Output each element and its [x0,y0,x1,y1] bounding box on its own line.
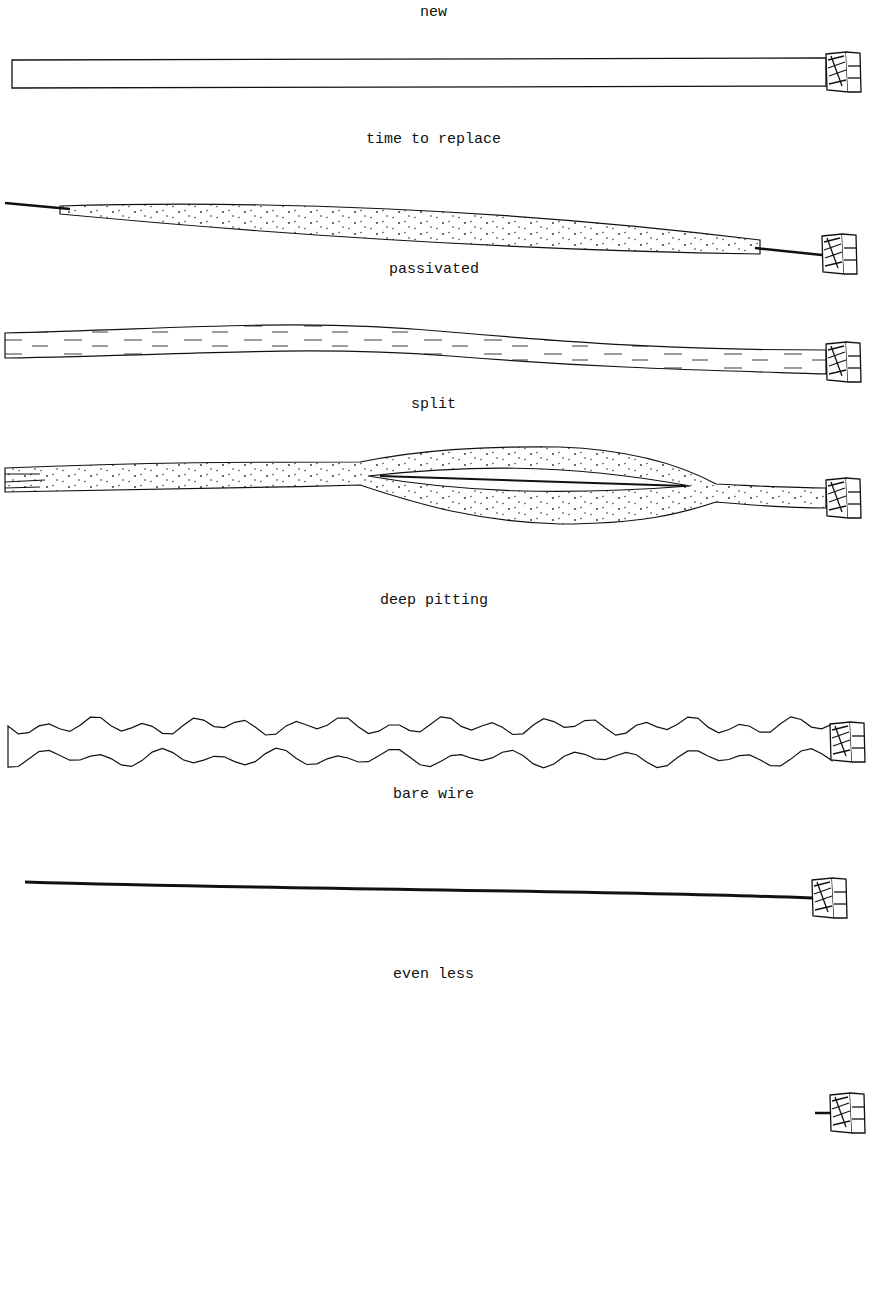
caption-label: passivated [389,261,479,279]
caption-label: even less [393,966,474,984]
stub-wire [815,1093,865,1133]
passivated-electrode [5,325,861,382]
split-electrode [5,447,861,524]
bare-wire [25,878,847,918]
pitted-electrode [8,717,865,768]
caption-label: time to replace [366,131,501,149]
caption-label: bare wire [393,786,474,804]
new-electrode [12,52,861,92]
caption-label: new [420,4,447,22]
caption-label: deep pitting [380,592,488,610]
caption-label: split [411,396,456,414]
